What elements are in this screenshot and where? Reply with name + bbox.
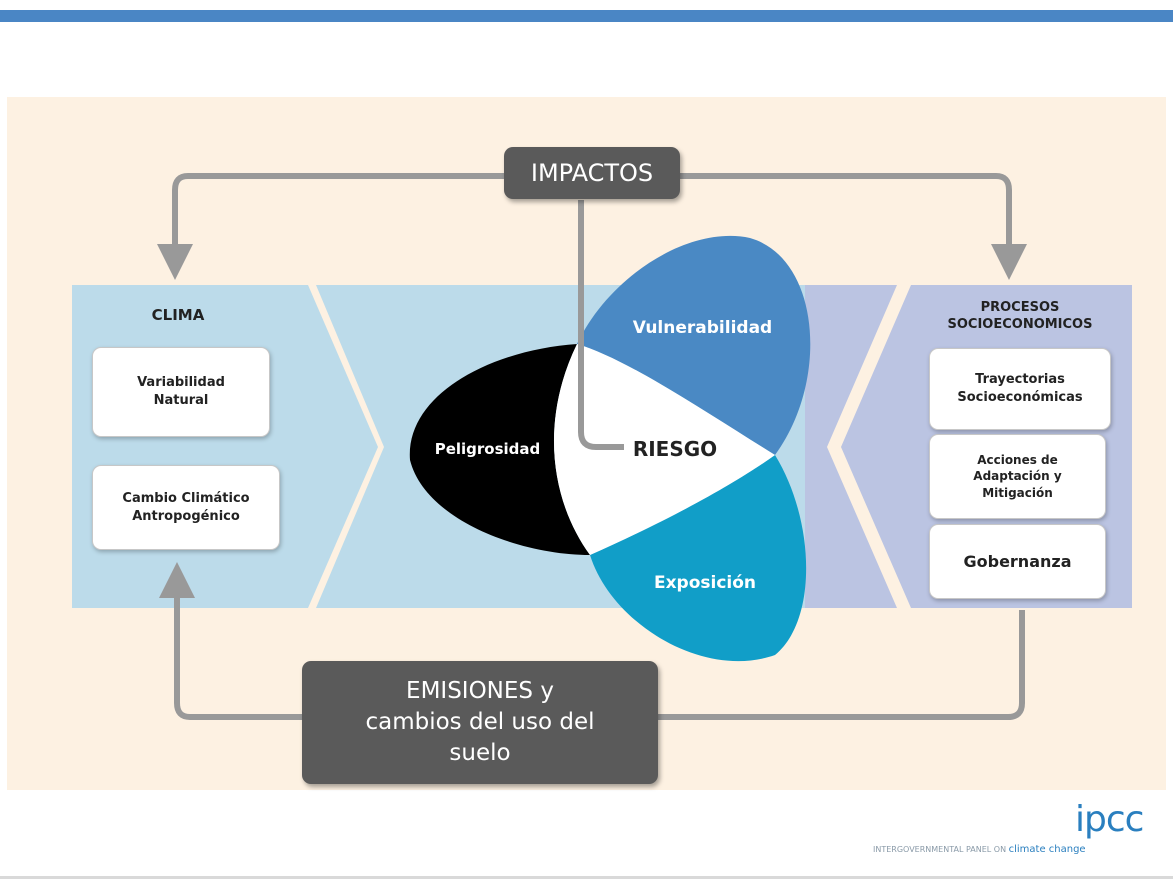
exposicion-petal <box>590 455 807 662</box>
peligrosidad-label: Peligrosidad <box>434 440 541 458</box>
vulnerabilidad-label: Vulnerabilidad <box>632 318 773 338</box>
clima-band <box>72 285 378 608</box>
gobernanza-label: Gobernanza <box>963 551 1072 571</box>
cambio-climatico-label: Cambio Climático Antropogénico <box>122 490 250 524</box>
impactos-label: IMPACTOS <box>530 159 654 187</box>
riesgo-label: RIESGO <box>632 437 718 461</box>
impactos-to-riesgo-line <box>578 200 624 450</box>
trayectorias-box: Trayectorias Socioeconómicas <box>929 348 1111 430</box>
ipcc-subtitle-accent: climate change <box>1008 844 1086 855</box>
ipcc-logo: ipcc <box>1075 799 1144 840</box>
acciones-box: Acciones de Adaptación y Mitigación <box>929 434 1106 519</box>
peligrosidad-petal <box>409 344 590 555</box>
impactos-to-clima-arrow <box>157 173 510 280</box>
socio-chevron <box>827 285 911 608</box>
bottom-divider <box>0 876 1173 879</box>
impactos-to-socio-arrow <box>680 173 1027 280</box>
gobernanza-box: Gobernanza <box>929 524 1106 599</box>
variabilidad-natural-label: Variabilidad Natural <box>137 375 225 408</box>
variabilidad-natural-box: Variabilidad Natural <box>92 347 270 437</box>
socio-title: PROCESOS SOCIOECONOMICOS <box>947 300 1093 332</box>
impactos-box: IMPACTOS <box>504 147 680 199</box>
vulnerabilidad-petal <box>577 235 811 455</box>
top-accent-bar <box>0 10 1173 22</box>
trayectorias-label: Trayectorias Socioeconómicas <box>957 372 1083 405</box>
emisiones-label: EMISIONES y cambios del uso del suelo <box>365 677 595 767</box>
socio-to-emisiones-line <box>658 610 1025 720</box>
emisiones-to-clima-arrow <box>159 562 302 720</box>
exposicion-label: Exposición <box>653 573 757 593</box>
acciones-label: Acciones de Adaptación y Mitigación <box>973 453 1062 500</box>
ipcc-subtitle: INTERGOVERNMENTAL PANEL ON climate chang… <box>873 844 1086 855</box>
clima-title: CLIMA <box>151 306 205 324</box>
emisiones-box: EMISIONES y cambios del uso del suelo <box>302 661 658 784</box>
ipcc-subtitle-prefix: INTERGOVERNMENTAL PANEL ON <box>873 845 1007 854</box>
riesgo-center <box>553 344 775 555</box>
cambio-climatico-box: Cambio Climático Antropogénico <box>92 465 280 550</box>
